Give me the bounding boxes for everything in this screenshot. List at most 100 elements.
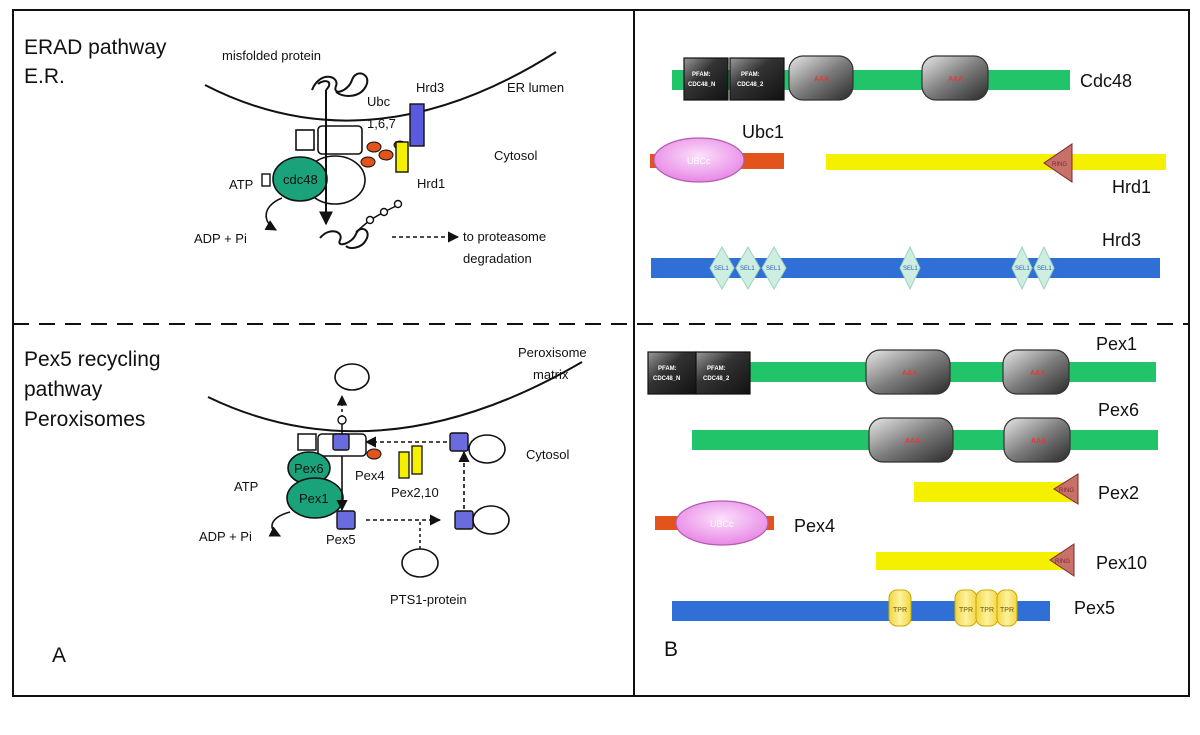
pex4-architecture: UBCc Pex4: [655, 500, 835, 546]
pex2-ring-domain: [1053, 473, 1079, 505]
cdc48-pfam-n-line2: CDC48_N: [688, 82, 715, 88]
pex1-architecture: PFAM: CDC48_N PFAM: CDC48_2 AAA AAA Pex1: [647, 334, 1156, 395]
hrd3-sel1-label-6: SEL1: [1037, 266, 1052, 272]
pex1-protein-label: Pex1: [1096, 334, 1137, 354]
to-proteasome-label: to proteasome: [463, 229, 546, 244]
pts1-protein-label: PTS1-protein: [390, 592, 467, 607]
pex6-aaa-label-2: AAA: [1031, 438, 1046, 445]
ubiquitin-dot-1: [366, 141, 382, 153]
domain-architectures: PFAM: CDC48_N PFAM: CDC48_2 AAA AAA Cdc4…: [647, 55, 1166, 661]
misfolded-protein-icon: [311, 72, 369, 97]
atp-label: ATP: [229, 177, 253, 192]
pex5-docked-cargo: [468, 434, 506, 464]
hrd1-architecture: RING Hrd1: [826, 143, 1166, 197]
pex1-aaa-label-1: AAA: [902, 370, 917, 377]
pex6-label: Pex6: [294, 461, 324, 476]
hrd1-ring-domain: [1043, 143, 1073, 183]
pex5-square-membrane: [332, 433, 350, 451]
peroxisome-membrane: [207, 361, 583, 433]
cdc48-aaa-domain-2: [921, 55, 989, 101]
ubc1-architecture: UBCc Ubc1: [650, 122, 784, 183]
hrd3-sel1-label-4: SEL1: [903, 266, 918, 272]
pts1-protein: [401, 548, 439, 578]
cdc48-aaa-label-2: AAA: [948, 76, 963, 83]
pex5-title-line1: Pex5 recycling: [24, 348, 161, 371]
pex5-title-line2: pathway: [24, 378, 103, 401]
pex1-pfam-2-line1: PFAM:: [707, 366, 726, 372]
hrd3-label: Hrd3: [416, 80, 444, 95]
pex4-left-tail: [655, 516, 681, 530]
pex-atp-label: ATP: [234, 479, 258, 494]
cdc48-pfam-2-line2: CDC48_2: [737, 82, 764, 88]
pex-atp-hydrolysis-arrow: [268, 511, 291, 537]
hrd1-ring-label: RING: [1052, 162, 1067, 168]
pex5-stalk-knob: [337, 415, 347, 425]
pex5-cargo-square: [454, 510, 474, 530]
hrd3-sel1-3: [761, 245, 787, 291]
pex2-10-label: Pex2,10: [391, 485, 439, 500]
pex4-dot: [366, 448, 382, 460]
pex10-architecture: RING Pex10: [876, 543, 1147, 577]
pex10-protein-label: Pex10: [1096, 553, 1147, 573]
ubiquitin-chain-bead-3: [393, 199, 403, 209]
pex1-pfam-n-line1: PFAM:: [658, 366, 677, 372]
pex10-ring-label: RING: [1055, 559, 1070, 565]
pex2-protein-label: Pex2: [1098, 483, 1139, 503]
pex4-protein-label: Pex4: [794, 516, 835, 536]
cdc48-pfam-n-line1: PFAM:: [692, 72, 711, 78]
pex1-pfam-2-domain: [695, 351, 751, 395]
ubiquitin-dot-3: [360, 156, 376, 168]
cdc48-label: cdc48: [283, 172, 318, 187]
degradation-label: degradation: [463, 251, 532, 266]
panel-a-label: A: [52, 644, 66, 667]
hrd3-sel1-2: [735, 245, 761, 291]
hrd3-sel1-4: [899, 245, 921, 291]
hrd3-architecture: SEL1 SEL1 SEL1 SEL1 SEL1 SEL1 Hrd3: [651, 230, 1160, 291]
erad-title-line2: E.R.: [24, 65, 65, 88]
adp-pi-label: ADP + Pi: [194, 231, 247, 246]
pex1-pfam-n-domain: [647, 351, 697, 395]
pex5-cargo-ellipse: [472, 505, 510, 535]
pex10-ring-domain: [1049, 543, 1075, 577]
cdc48-pfam-2-domain: [729, 57, 785, 101]
ubc1-tail: [738, 153, 784, 169]
pex5-cytosol-label: Cytosol: [526, 447, 569, 462]
pex1-complex: [286, 477, 344, 519]
pex5-protein-label: Pex5: [1074, 598, 1115, 618]
er-membrane: [204, 51, 557, 122]
ubc1-protein-label: Ubc1: [742, 122, 784, 142]
docking-box-left: [297, 433, 317, 451]
pex-adp-pi-label: ADP + Pi: [199, 529, 252, 544]
pex4-label: Pex4: [355, 468, 385, 483]
pex6-aaa-domain-1: [868, 417, 954, 463]
hrd1-backbone: [826, 154, 1166, 170]
pex2-backbone: [914, 482, 1075, 502]
hrd3-sel1-label-5: SEL1: [1015, 266, 1030, 272]
hrd3-sel1-label-3: SEL1: [766, 266, 781, 272]
pex1-aaa-domain-2: [1002, 349, 1070, 395]
pex5-tpr-4: [996, 589, 1018, 627]
ubiquitinated-protein-icon: [319, 227, 369, 249]
pex5-tpr-label-1: TPR: [893, 607, 907, 614]
atp-box: [261, 173, 271, 187]
cdc48-aaa-domain-1: [788, 55, 854, 101]
peroxisome-label: Peroxisome: [518, 345, 587, 360]
pex1-aaa-label-2: AAA: [1030, 370, 1045, 377]
pex4-ubcc-label: UBCc: [710, 519, 734, 529]
pex5-square-cytosol: [336, 510, 356, 530]
misfolded-protein-label: misfolded protein: [222, 48, 321, 63]
hrd3-sel1-6: [1033, 245, 1055, 291]
pex5-architecture: TPR TPR TPR TPR Pex5: [672, 589, 1115, 627]
pex4-right-cap: [766, 516, 774, 530]
pex2-architecture: RING Pex2: [914, 473, 1139, 505]
erad-title-line1: ERAD pathway: [24, 36, 167, 59]
hrd3-bar: [409, 103, 425, 147]
released-cargo: [334, 363, 370, 391]
hrd1-protein-label: Hrd1: [1112, 177, 1151, 197]
figure-frame: [12, 9, 1190, 697]
atp-hydrolysis-arrow: [264, 197, 283, 231]
pex1-pfam-2-line2: CDC48_2: [703, 376, 730, 382]
pex6-aaa-label-1: AAA: [905, 438, 920, 445]
pex5-tpr-label-3: TPR: [980, 607, 994, 614]
